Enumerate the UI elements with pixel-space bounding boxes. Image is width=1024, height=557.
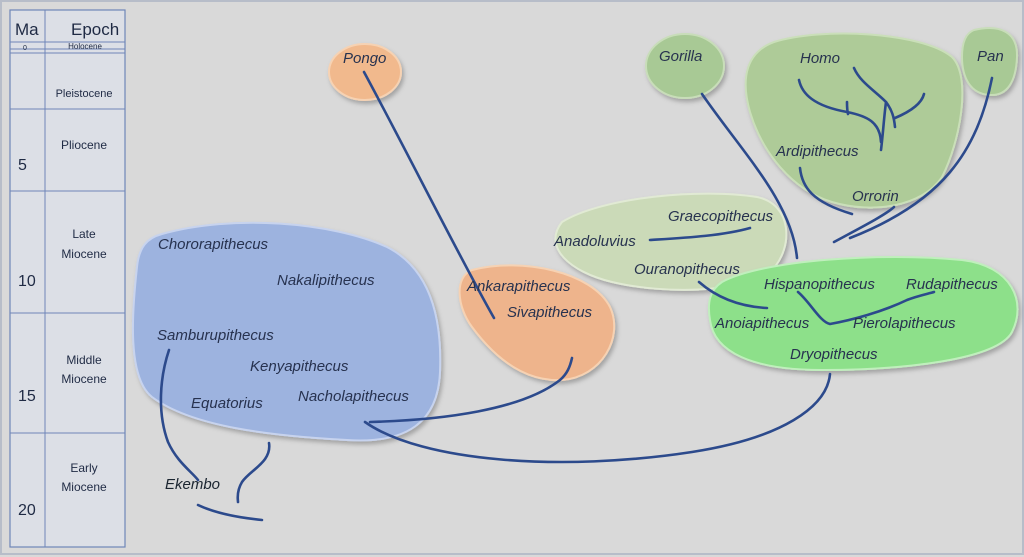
label-homo: Homo: [800, 50, 840, 67]
label-dryopithecus: Dryopithecus: [790, 346, 878, 363]
branch-homo-right-top: [852, 66, 897, 129]
label-rudapithecus: Rudapithecus: [906, 276, 998, 293]
label-orrorin: Orrorin: [852, 188, 899, 205]
label-ouranopithecus: Ouranopithecus: [634, 261, 740, 278]
label-pongo: Pongo: [343, 50, 386, 67]
label-graecopithecus: Graecopithecus: [668, 208, 774, 225]
branch-anadoluvius: [648, 226, 752, 242]
branch-ardipithecus: [798, 166, 854, 216]
group-blobs: [131, 27, 1019, 442]
label-nakalipithecus: Nakalipithecus: [277, 272, 375, 289]
branch-homo-right: [893, 92, 926, 120]
blob-dryopithecines: [707, 255, 1019, 372]
label-hispanopithecus: Hispanopithecus: [764, 276, 875, 293]
label-nacholapithecus: Nacholapithecus: [298, 388, 409, 405]
label-ankarapithecus: Ankarapithecus: [466, 278, 571, 295]
branch-hominins-stem: [832, 205, 896, 244]
branch-pan: [848, 76, 994, 240]
branch-dryo-connect: [796, 290, 936, 326]
label-pierolapithecus: Pierolapithecus: [853, 315, 956, 332]
ma-tick-5: 5: [18, 157, 27, 174]
label-samburupithecus: Samburupithecus: [157, 327, 274, 344]
branch-ekembo-a: [236, 441, 271, 504]
epoch-pliocene: Pliocene: [61, 138, 107, 152]
blob-hominins: [744, 32, 964, 209]
branch-homo-trunk: [879, 100, 888, 152]
branch-gorilla: [700, 92, 799, 260]
header-ma: Ma: [15, 20, 39, 39]
label-kenyapithecus: Kenyapithecus: [250, 358, 349, 375]
branch-pongo: [362, 70, 496, 320]
epoch-early: Early: [70, 461, 97, 475]
label-sivapithecus: Sivapithecus: [507, 304, 593, 321]
timescale-table: Ma Epoch 0 5 10 15 20 Holocene Pleistoce…: [9, 9, 126, 548]
epoch-late-miocene: Miocene: [61, 247, 107, 261]
branch-main-trunk: [363, 372, 832, 464]
ma-tick-0: 0: [23, 45, 27, 52]
label-anadoluvius: Anadoluvius: [553, 233, 636, 250]
epoch-middle: Middle: [66, 353, 102, 367]
epoch-late: Late: [72, 227, 96, 241]
label-chororapithecus: Chororapithecus: [158, 236, 269, 253]
branches: [159, 66, 994, 522]
label-ekembo: Ekembo: [165, 476, 220, 493]
timescale-frame: [9, 9, 126, 548]
ma-tick-10: 10: [18, 273, 36, 290]
label-gorilla: Gorilla: [659, 48, 702, 65]
blob-sivapithecines: [458, 264, 616, 382]
branch-homo-mid: [845, 100, 850, 116]
epoch-pleistocene: Pleistocene: [56, 88, 113, 100]
ma-tick-20: 20: [18, 502, 36, 519]
blob-african-miocene: [131, 221, 442, 442]
epoch-middle-miocene: Miocene: [61, 372, 107, 386]
label-equatorius: Equatorius: [191, 395, 263, 412]
branch-samburupithecus: [159, 348, 200, 482]
taxon-labels: Pongo Ankarapithecus Sivapithecus Choror…: [157, 48, 1004, 493]
branch-ouranopithecus: [697, 280, 769, 310]
header-epoch: Epoch: [71, 20, 119, 39]
ma-tick-15: 15: [18, 388, 36, 405]
branch-ekembo-b: [196, 503, 264, 522]
label-anoiapithecus: Anoiapithecus: [714, 315, 810, 332]
label-ardipithecus: Ardipithecus: [775, 143, 859, 160]
label-pan: Pan: [977, 48, 1004, 65]
blob-pan: [960, 27, 1019, 97]
epoch-holocene: Holocene: [68, 42, 102, 51]
blob-gorilla: [645, 33, 725, 99]
branch-siva-stem: [368, 356, 574, 424]
epoch-early-miocene: Miocene: [61, 480, 107, 494]
